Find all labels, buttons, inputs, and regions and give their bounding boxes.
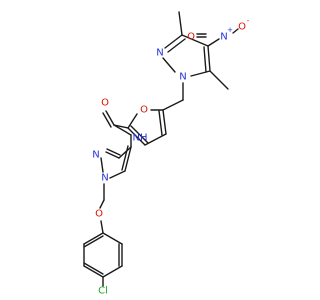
bond-29 <box>100 220 104 234</box>
bond-26 <box>124 146 132 172</box>
bond-17 <box>127 113 138 129</box>
amide-NH-label: NH <box>133 133 148 144</box>
pyrazole-top-N2-label: N <box>156 48 163 59</box>
bond-35 <box>83 232 104 245</box>
pyrazole-bottom-N2-label: N <box>92 150 99 161</box>
bond-3-second <box>167 38 186 53</box>
bond-16 <box>127 127 146 146</box>
bond-12 <box>162 99 184 111</box>
ether-O-label: O <box>95 209 103 220</box>
bond-14 <box>162 109 167 135</box>
bond-28 <box>99 199 105 209</box>
bond-23 <box>105 151 120 159</box>
bond-layer <box>83 11 239 287</box>
nitro-N-label: N <box>220 32 227 43</box>
nitro-O-left-label: O <box>187 32 195 43</box>
bond-6-second <box>203 46 207 73</box>
bond-19 <box>105 110 115 126</box>
bond-2 <box>181 34 209 47</box>
bond-20 <box>113 124 132 136</box>
bond-3 <box>164 34 183 49</box>
bond-4 <box>162 57 176 73</box>
bond-33 <box>83 265 104 278</box>
nitro-N-charge: + <box>227 26 233 34</box>
bond-10 <box>232 28 239 34</box>
pyrazole-bottom-N1-label: N <box>101 173 108 184</box>
bond-22 <box>118 146 132 159</box>
furan-O-label: O <box>140 105 148 116</box>
amide-O-label: O <box>101 98 109 109</box>
pyrazole-top-N1-label: N <box>179 72 186 83</box>
bond-25 <box>109 170 126 179</box>
bond-6 <box>207 45 211 72</box>
chloro-Cl-label: Cl <box>98 286 108 297</box>
bond-24 <box>100 157 104 173</box>
nitro-O-right-charge: - <box>247 17 250 25</box>
bond-30 <box>102 232 123 245</box>
bond-19-second <box>102 112 112 128</box>
bond-33-second <box>83 262 104 275</box>
bond-8 <box>207 38 220 47</box>
bond-5 <box>190 70 211 77</box>
bond-26-second <box>121 145 129 171</box>
bond-16-second <box>130 125 149 144</box>
bond-35-second <box>83 235 104 248</box>
nitro-O-right-label: O <box>238 22 246 33</box>
bond-1 <box>178 11 183 36</box>
bond-18 <box>113 124 129 129</box>
bond-32 <box>102 265 123 278</box>
bond-7 <box>209 70 229 90</box>
bond-14-second <box>158 110 163 136</box>
bond-23-second <box>106 148 121 156</box>
